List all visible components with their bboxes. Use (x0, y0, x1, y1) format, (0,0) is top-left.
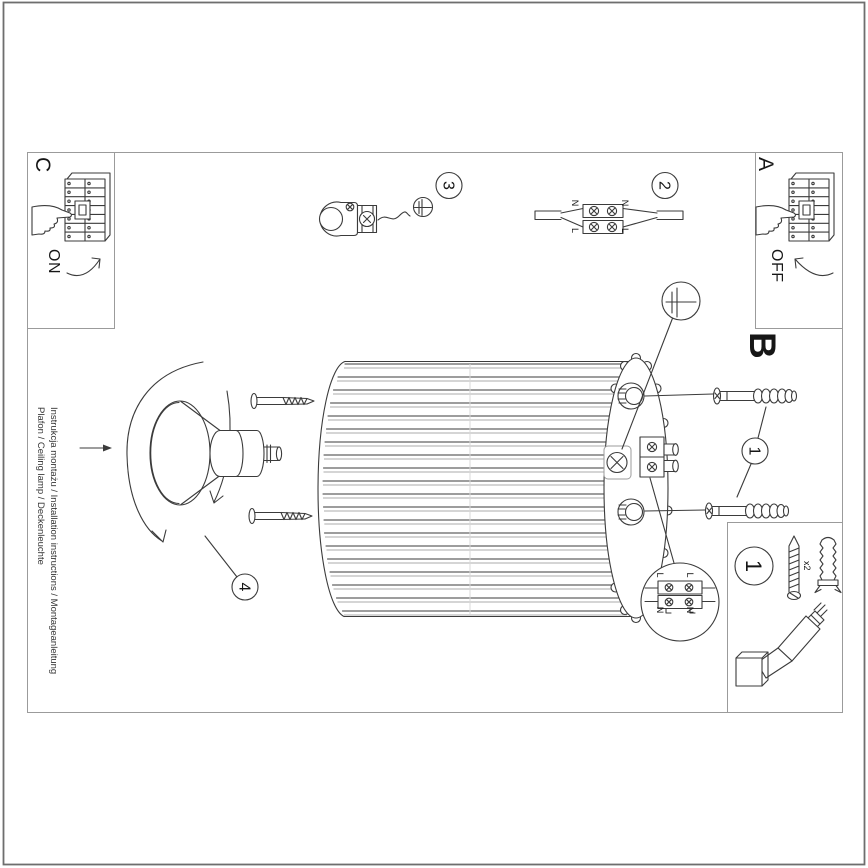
footer-titles: Instrukcja montażu / Installation instru… (35, 407, 59, 674)
detail-label-l-left: L (655, 572, 665, 577)
step1-circle (741, 437, 769, 465)
screw-wallplug-icon (712, 387, 798, 405)
drill-driver-icon (735, 602, 828, 687)
wood-screw-icon (248, 507, 313, 525)
step2-circle (651, 171, 679, 200)
detail-label-l-right: L (685, 572, 695, 577)
panel-letter-c: C (31, 157, 54, 172)
lamp-ribs-light (323, 367, 627, 616)
screw-icon (786, 535, 802, 601)
step1-number: 1 (746, 447, 763, 456)
parts-box (727, 522, 843, 713)
detail-label-n-left: N (655, 607, 665, 614)
step1-fixing: B 1 (704, 332, 798, 520)
lamp-terminal-block (639, 436, 679, 478)
terminal-detail-circle: L L N N (640, 562, 720, 642)
rotation-arrow-left-icon (126, 361, 204, 543)
end-cap (603, 357, 669, 619)
terminal-screw-icon (588, 221, 600, 233)
step4-number: 4 (236, 583, 253, 592)
wood-screw-icon (250, 392, 315, 410)
power-on-box (27, 152, 115, 329)
terminal-screw-icon (588, 205, 600, 217)
main-drawing-box (27, 152, 843, 713)
lamp-silhouette (343, 360, 633, 618)
footer-line-2: Plafon / Ceiling lamp / Deckenleuchte (35, 407, 46, 565)
socket-body (209, 429, 265, 478)
leader-line-step4 (204, 535, 238, 578)
terminal-screw-icon (606, 205, 618, 217)
power-on-panel: C ON (31, 157, 111, 277)
off-label: OFF (768, 249, 785, 283)
section-letter-b: B (742, 332, 783, 359)
fusebox-icon (64, 172, 111, 242)
leader-line-detail (649, 477, 675, 564)
wire-label-l-right: L (620, 228, 630, 233)
threaded-bushing-bottom (617, 498, 645, 526)
parts-step-number: 1 (741, 560, 766, 572)
parts-box-content: 1 x2 (734, 535, 842, 687)
step3-bracket-assembly: 3 (318, 171, 463, 237)
bracket-hole (318, 206, 344, 232)
lamp-body (317, 316, 714, 624)
insert-arrow-head (103, 444, 112, 452)
small-screw-icon (345, 202, 355, 212)
power-off-box (755, 152, 843, 329)
cable-left (534, 210, 562, 221)
screwdriver-tip-detail (661, 281, 701, 321)
shade-cone (180, 400, 221, 506)
step4-shade-assembly: 4 (79, 361, 315, 601)
screwdriver-tip-icon (412, 196, 434, 218)
detail-terminal-upper (657, 580, 703, 595)
wire-label-n-left: N (570, 200, 580, 207)
mounting-nipple (263, 444, 283, 464)
threaded-bushing-top (617, 382, 645, 410)
step2-wiring: N N L L 2 (534, 171, 684, 235)
wall-plug-icon (814, 536, 842, 594)
wire-label-l-left: L (570, 228, 580, 233)
power-off-panel: A OFF (754, 157, 835, 283)
leader-lines-screws (644, 393, 714, 512)
rotate-off-arrow-icon (794, 257, 834, 277)
step4-circle (231, 573, 259, 601)
wire-squiggle (377, 211, 411, 221)
lamp-ribs-dark (322, 363, 629, 612)
screw-quantity-label: x2 (802, 561, 812, 571)
center-screw-icon (606, 451, 628, 474)
cable-right (656, 210, 684, 221)
parts-step-circle (734, 546, 774, 586)
footer-line-1: Instrukcja montażu / Installation instru… (48, 407, 59, 674)
step3-number: 3 (440, 181, 457, 190)
step3-circle (435, 171, 463, 200)
on-label: ON (45, 249, 62, 274)
detail-label-n-right: N (685, 607, 695, 614)
terminal-screw-icon (606, 221, 618, 233)
panel-letter-a: A (754, 157, 777, 171)
wire-label-n-right: N (620, 200, 630, 207)
fusebox-icon (788, 172, 835, 242)
step2-number: 2 (656, 181, 673, 190)
screw-wallplug-icon (704, 502, 790, 520)
rotate-on-arrow-icon (66, 257, 101, 277)
leader-lines-step1 (736, 406, 767, 498)
leader-line-bit (621, 316, 674, 450)
